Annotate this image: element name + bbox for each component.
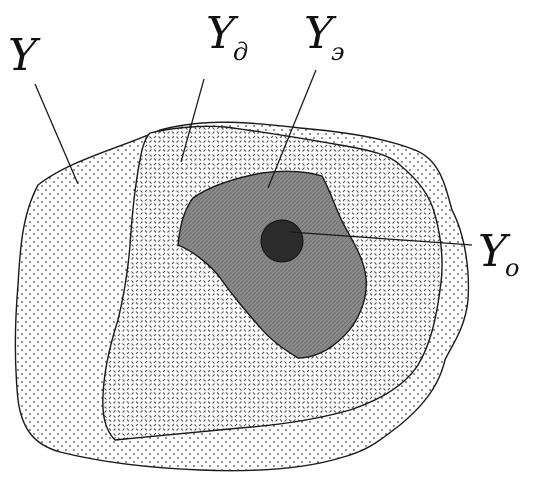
label-outer-set: Y: [8, 30, 41, 81]
label-admissible-set: Yд: [206, 8, 248, 66]
leader-line-admissible: [180, 78, 205, 163]
label-optimal-set: Yo: [478, 226, 520, 282]
leader-line-optimal: [289, 231, 473, 246]
efficient-set-region: [177, 170, 367, 359]
label-efficient-set: Yэ: [304, 8, 345, 66]
optimal-point: [260, 219, 304, 263]
leader-line-efficient: [267, 69, 317, 189]
leader-line-outer: [34, 83, 79, 185]
